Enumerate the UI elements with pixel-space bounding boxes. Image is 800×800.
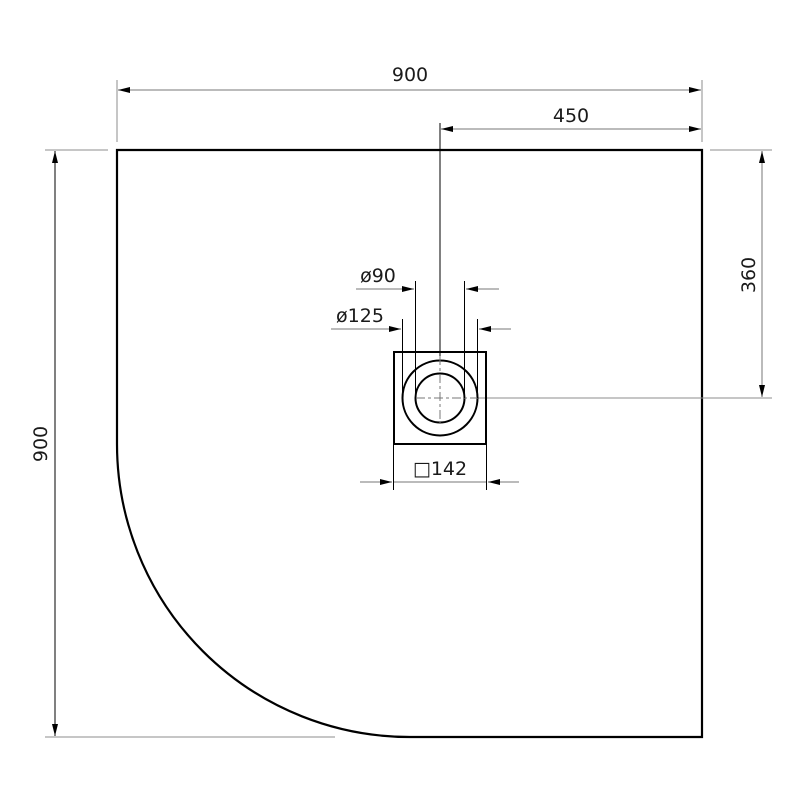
height-dimension: 900 (30, 149, 335, 738)
height-label: 900 (30, 426, 52, 462)
drain-y-offset-label: 360 (738, 257, 760, 293)
width-label: 900 (392, 64, 428, 86)
width-dimension: 900 (116, 64, 703, 142)
drain (393, 351, 487, 445)
drain-y-offset-dimension: 360 (478, 149, 772, 399)
drain-outer-diameter-dimension: ø125 (331, 305, 511, 398)
drain-inner-diameter-label: ø90 (360, 265, 396, 287)
drain-x-offset-label: 450 (553, 105, 589, 127)
tray-outline (115, 148, 704, 739)
drain-square-label: □142 (413, 458, 467, 480)
drain-square (393, 351, 487, 445)
drain-inner-diameter-dimension: ø90 (356, 265, 499, 398)
drain-outer-diameter-label: ø125 (336, 305, 384, 327)
drain-square-dimension: □142 (360, 444, 519, 490)
drain-x-offset-dimension: 450 (439, 105, 701, 356)
